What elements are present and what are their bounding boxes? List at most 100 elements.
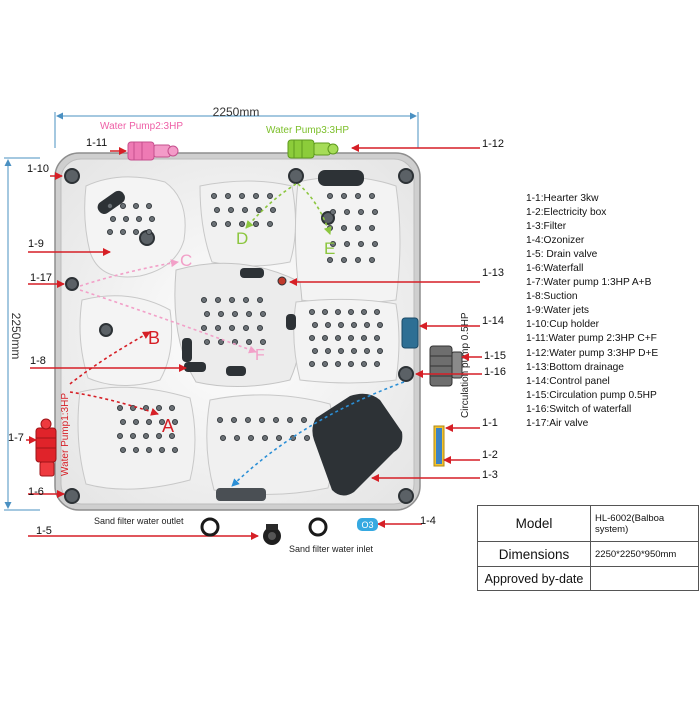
- jet: [247, 434, 254, 441]
- spec-model-value: HL-6002(Balboa system): [590, 504, 699, 543]
- jet: [132, 418, 139, 425]
- jet: [261, 434, 268, 441]
- jet: [238, 220, 245, 227]
- circulation-pump: [429, 345, 463, 387]
- lounger-bottom-left: [77, 386, 196, 490]
- jet: [311, 321, 318, 328]
- jet: [158, 446, 165, 453]
- jet: [321, 334, 328, 341]
- legend-item: 1-6:Waterfall: [526, 263, 584, 275]
- flow-letter-a: A: [162, 416, 174, 436]
- jet: [266, 192, 273, 199]
- callout-1-7: 1-7: [8, 432, 24, 444]
- jet: [252, 220, 259, 227]
- jet: [368, 256, 375, 263]
- jet: [255, 206, 262, 213]
- callout-1-9: 1-9: [28, 238, 44, 250]
- jet: [357, 208, 364, 215]
- callout-1-10: 1-10: [27, 163, 49, 175]
- jet: [145, 202, 152, 209]
- jet: [135, 215, 142, 222]
- water-jets: [107, 192, 383, 453]
- jet: [228, 296, 235, 303]
- pillow-footwell-left: [182, 338, 192, 362]
- callout-1-3: 1-3: [482, 469, 498, 481]
- spec-approved-value: [590, 566, 699, 591]
- jet: [360, 334, 367, 341]
- jet: [347, 308, 354, 315]
- callout-1-16: 1-16: [484, 366, 506, 378]
- flow-letter-c: C: [180, 251, 192, 270]
- jet: [203, 310, 210, 317]
- callout-1-14: 1-14: [482, 315, 504, 327]
- jet: [216, 416, 223, 423]
- jet: [120, 418, 127, 425]
- jet: [213, 206, 220, 213]
- jet: [354, 192, 361, 199]
- callout-1-6: 1-6: [28, 486, 44, 498]
- suction-top: [288, 168, 304, 184]
- flow-letter-b: B: [148, 328, 160, 348]
- jet: [376, 347, 383, 354]
- spec-dimensions-label: Dimensions: [477, 541, 591, 568]
- jet: [334, 334, 341, 341]
- spec-approved-label: Approved by-date: [477, 566, 591, 591]
- water-pump-1: [35, 418, 57, 477]
- jet: [256, 324, 263, 331]
- jet: [321, 308, 328, 315]
- jet: [231, 310, 238, 317]
- jet: [132, 228, 139, 235]
- sand-filter-inlet-label: Sand filter water inlet: [289, 544, 374, 554]
- jet: [110, 215, 117, 222]
- jet: [233, 434, 240, 441]
- jet: [343, 240, 350, 247]
- callout-1-12: 1-12: [482, 138, 504, 150]
- pillow-footwell-right: [286, 314, 296, 330]
- legend-item: 1-17:Air valve: [526, 417, 589, 429]
- dimension-top: 2250mm: [54, 105, 419, 148]
- jet: [337, 347, 344, 354]
- jet: [300, 416, 307, 423]
- flow-letter-f: F: [255, 347, 265, 364]
- jet: [347, 360, 354, 367]
- jet: [217, 310, 224, 317]
- jet: [129, 432, 136, 439]
- jet: [347, 334, 354, 341]
- jet: [171, 418, 178, 425]
- callout-1-13: 1-13: [482, 267, 504, 279]
- dimension-top-label: 2250mm: [213, 105, 260, 119]
- jet: [155, 432, 162, 439]
- callout-1-1: 1-1: [482, 417, 498, 429]
- jet: [311, 347, 318, 354]
- pillow-top-right: [318, 170, 364, 186]
- jet: [245, 310, 252, 317]
- legend-item: 1-16:Switch of waterfall: [526, 403, 632, 415]
- callout-arrows: [26, 144, 482, 540]
- jet: [360, 308, 367, 315]
- spec-row-model: Model HL-6002(Balboa system): [477, 504, 699, 543]
- ozonizer-icon: [357, 518, 378, 531]
- callout-1-11: 1-11: [86, 137, 107, 149]
- jet: [303, 434, 310, 441]
- jet: [258, 416, 265, 423]
- flow-letter-d: D: [236, 229, 248, 248]
- flow-letter-e: E: [324, 239, 335, 258]
- cup-holder: [398, 168, 414, 184]
- jet: [241, 206, 248, 213]
- legend-item: 1-3:Filter: [526, 221, 567, 233]
- water-pump-2: [127, 141, 179, 161]
- spec-row-approved: Approved by-date: [477, 566, 699, 591]
- jet: [214, 296, 221, 303]
- jet: [158, 418, 165, 425]
- jet: [368, 192, 375, 199]
- jet: [217, 338, 224, 345]
- jet: [148, 215, 155, 222]
- legend-item: 1-11:Water pump 2:3HP C+F: [526, 333, 657, 345]
- dimension-side: 2250mm: [4, 157, 40, 511]
- jet: [269, 206, 276, 213]
- jet: [354, 224, 361, 231]
- bottom-drainage: [277, 276, 287, 286]
- spec-table: Model HL-6002(Balboa system) Dimensions …: [477, 504, 699, 591]
- jet: [107, 228, 114, 235]
